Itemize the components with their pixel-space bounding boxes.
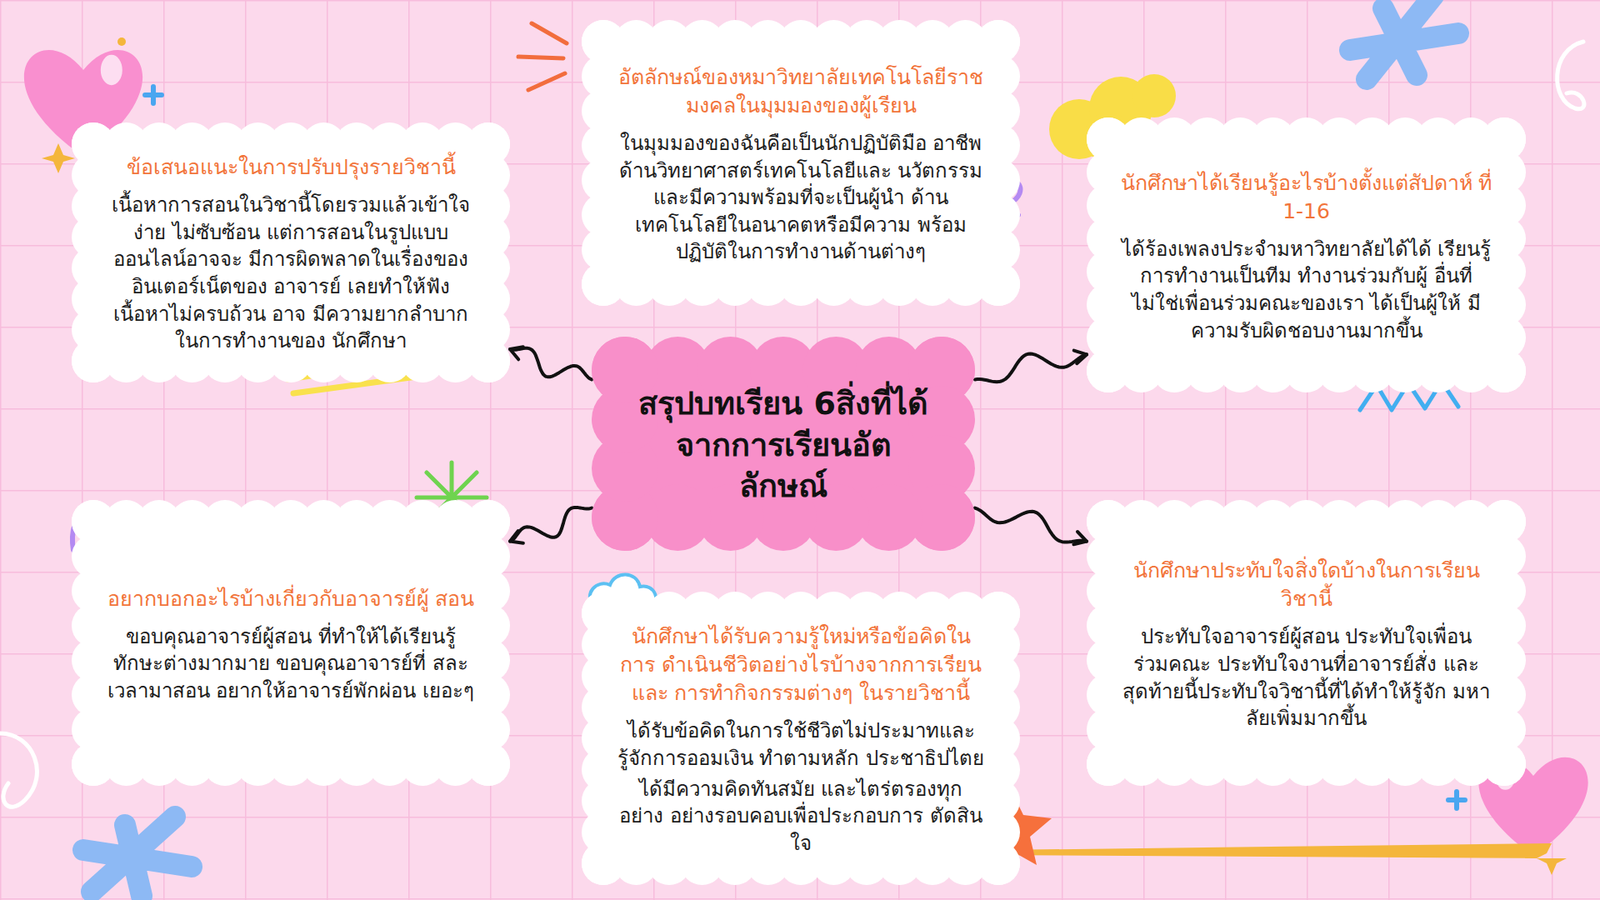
topic-body: เนื้อหาการสอนในวิชานี้โดยรวมแล้วเข้าใจง่… [105,191,477,355]
squiggle-arrow [975,508,1087,545]
squiggle-arrow [510,507,592,544]
topic-body: ประทับใจอาจารย์ผู้สอน ประทับใจเพื่อน ร่ว… [1120,623,1493,733]
center-title: สรุปบทเรียน 6สิ่งที่ได้ จากการเรียนอัตลั… [633,383,934,507]
dot [117,37,126,46]
asterisk-sticker [83,0,1459,896]
burst-lines [518,23,567,90]
topic-heading: นักศึกษาได้เรียนรู้อะไรบ้างตั้งแต่สัปดาห… [1120,169,1493,226]
topic-heading: นักศึกษาประทับใจสิ่งใดบ้างในการเรียน วิช… [1120,556,1493,614]
topic-heading: อยากบอกอะไรบ้างเกี่ยวกับอาจารย์ผู้ สอน [105,585,477,614]
center-cloud: สรุปบทเรียน 6สิ่งที่ได้ จากการเรียนอัตลั… [591,336,975,551]
topic-body: ได้รับข้อคิดในการใช้ชีวิตไม่ประมาทและ รู… [615,717,987,772]
squiggle-arrow [975,350,1087,383]
node-content: นักศึกษาได้รับความรู้ใหม่หรือข้อคิดในการ… [581,594,1020,882]
squiggle-arrow [510,346,592,380]
topic-heading: ข้อเสนอแนะในการปรับปรุงรายวิชานี้ [105,153,477,182]
topic-cloud: นักศึกษาได้รับความรู้ใหม่หรือข้อคิดในการ… [581,591,1020,885]
node-content: นักศึกษาประทับใจสิ่งใดบ้างในการเรียน วิช… [1086,528,1526,758]
topic-cloud: นักศึกษาได้เรียนรู้อะไรบ้างตั้งแต่สัปดาห… [1086,117,1526,393]
topic-cloud: ข้อเสนอแนะในการปรับปรุงรายวิชานี้เนื้อหา… [71,122,510,383]
topic-body: ได้มีความคิดทันสมัย และไตร่ตรองทุก อย่าง… [615,775,987,858]
node-content: สรุปบทเรียน 6สิ่งที่ได้ จากการเรียนอัตลั… [591,346,975,540]
white-swirl [0,41,1585,807]
node-content: อยากบอกอะไรบ้างเกี่ยวกับอาจารย์ผู้ สอนขอ… [71,556,510,730]
topic-cloud: อัตลักษณ์ของหมาวิทยาลัยเทคโนโลยีราช มงคล… [581,20,1020,306]
topic-body: ได้ร้องเพลงประจำมหาวิทยาลัยได้ได้ เรียนร… [1120,235,1493,345]
node-content: นักศึกษาได้เรียนรู้อะไรบ้างตั้งแต่สัปดาห… [1086,140,1526,370]
topic-cloud: นักศึกษาประทับใจสิ่งใดบ้างในการเรียน วิช… [1086,500,1526,786]
topic-heading: อัตลักษณ์ของหมาวิทยาลัยเทคโนโลยีราช มงคล… [615,63,987,120]
topic-body: ในมุมมองของฉันคือเป็นนักปฏิบัติมือ อาชีพ… [615,130,987,266]
topic-body: ขอบคุณอาจารย์ผู้สอน ที่ทำให้ได้เรียนรู้ … [105,623,477,705]
node-content: ข้อเสนอแนะในการปรับปรุงรายวิชานี้เนื้อหา… [71,125,510,380]
topic-cloud: อยากบอกอะไรบ้างเกี่ยวกับอาจารย์ผู้ สอนขอ… [71,500,510,786]
node-content: อัตลักษณ์ของหมาวิทยาลัยเทคโนโลยีราช มงคล… [581,35,1020,291]
topic-heading: นักศึกษาได้รับความรู้ใหม่หรือข้อคิดในการ… [615,622,987,708]
